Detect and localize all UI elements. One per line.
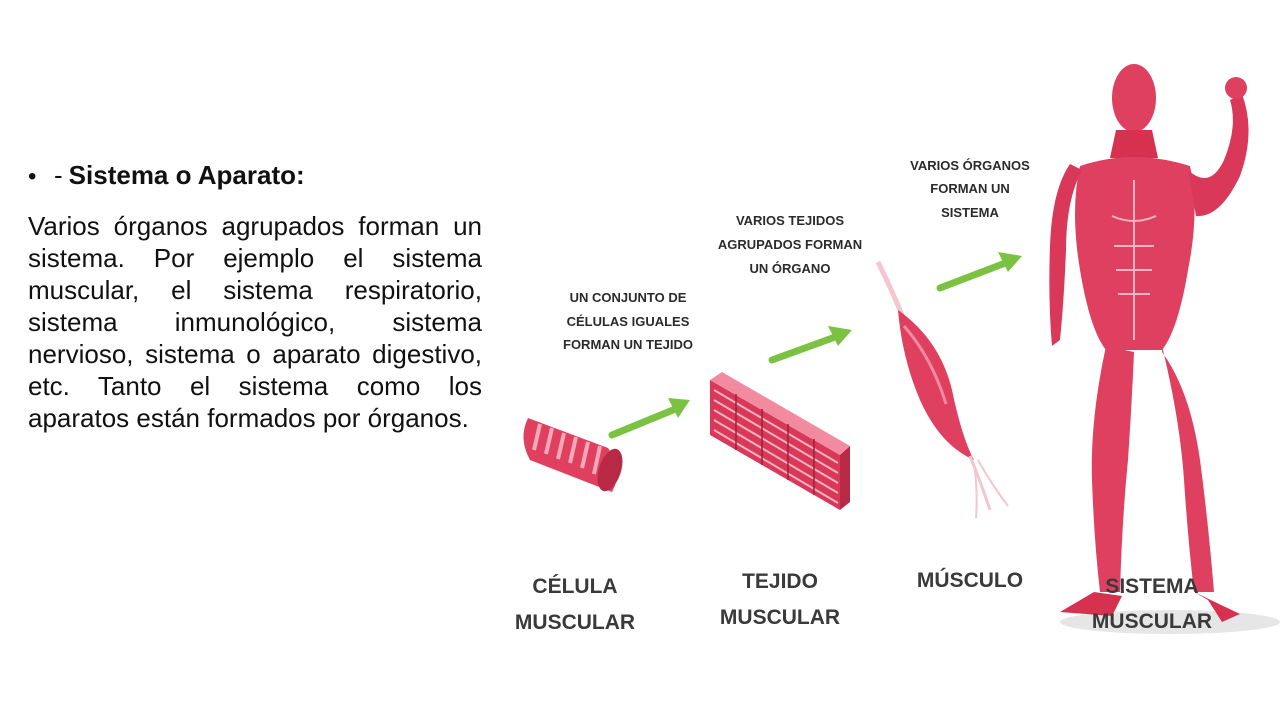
caption-tissues-line-2: AGRUPADOS FORMAN: [718, 237, 862, 252]
caption-cells-line-1: UN CONJUNTO DE: [570, 290, 687, 305]
arrow-tissue-to-organ: [768, 326, 852, 364]
text-block: • - Sistema o Aparato: Varios órganos ag…: [28, 158, 482, 434]
caption-cells-line-3: FORMAN UN TEJIDO: [563, 337, 693, 352]
muscle-organ-illustration: [875, 260, 1009, 519]
caption-organs-line-3: SISTEMA: [941, 205, 999, 220]
label-system-line-1: SISTEMA: [1105, 575, 1198, 598]
muscle-cell-illustration: [523, 418, 623, 492]
diagram-svg: UN CONJUNTO DE CÉLULAS IGUALES FORMAN UN…: [515, 64, 1280, 634]
label-system-line-2: MUSCULAR: [1092, 610, 1212, 633]
caption-tissues-line-3: UN ÓRGANO: [750, 261, 831, 276]
caption-tissues: VARIOS TEJIDOS AGRUPADOS FORMAN UN ÓRGAN…: [718, 213, 862, 276]
label-system: SISTEMA MUSCULAR: [1092, 575, 1212, 633]
body-paragraph: Varios órganos agrupados forman un siste…: [28, 211, 482, 433]
label-tissue-line-1: TEJIDO: [742, 570, 818, 593]
muscle-hierarchy-diagram: UN CONJUNTO DE CÉLULAS IGUALES FORMAN UN…: [500, 40, 1280, 680]
muscular-system-figure: [1049, 64, 1280, 634]
label-tissue-line-2: MUSCULAR: [720, 606, 840, 629]
caption-organs-line-1: VARIOS ÓRGANOS: [910, 158, 1030, 173]
caption-cells: UN CONJUNTO DE CÉLULAS IGUALES FORMAN UN…: [563, 290, 693, 352]
caption-cells-line-2: CÉLULAS IGUALES: [567, 314, 690, 329]
heading-dash: -: [54, 160, 63, 190]
label-muscle-line-1: MÚSCULO: [917, 568, 1023, 592]
label-cell-line-1: CÉLULA: [532, 575, 617, 598]
arrow-cell-to-tissue: [608, 398, 690, 439]
heading-title: Sistema o Aparato:: [68, 160, 305, 190]
label-cell: CÉLULA MUSCULAR: [515, 575, 635, 634]
muscle-tissue-illustration: [710, 372, 850, 510]
bullet-icon: •: [28, 163, 37, 190]
caption-organs-line-2: FORMAN UN: [930, 181, 1009, 196]
label-cell-line-2: MUSCULAR: [515, 611, 635, 634]
label-tissue: TEJIDO MUSCULAR: [720, 570, 840, 629]
arrow-organ-to-system: [936, 252, 1022, 292]
label-muscle: MÚSCULO: [917, 568, 1023, 592]
caption-organs: VARIOS ÓRGANOS FORMAN UN SISTEMA: [910, 158, 1030, 220]
slide-heading: • - Sistema o Aparato:: [28, 158, 482, 194]
caption-tissues-line-1: VARIOS TEJIDOS: [736, 213, 844, 228]
